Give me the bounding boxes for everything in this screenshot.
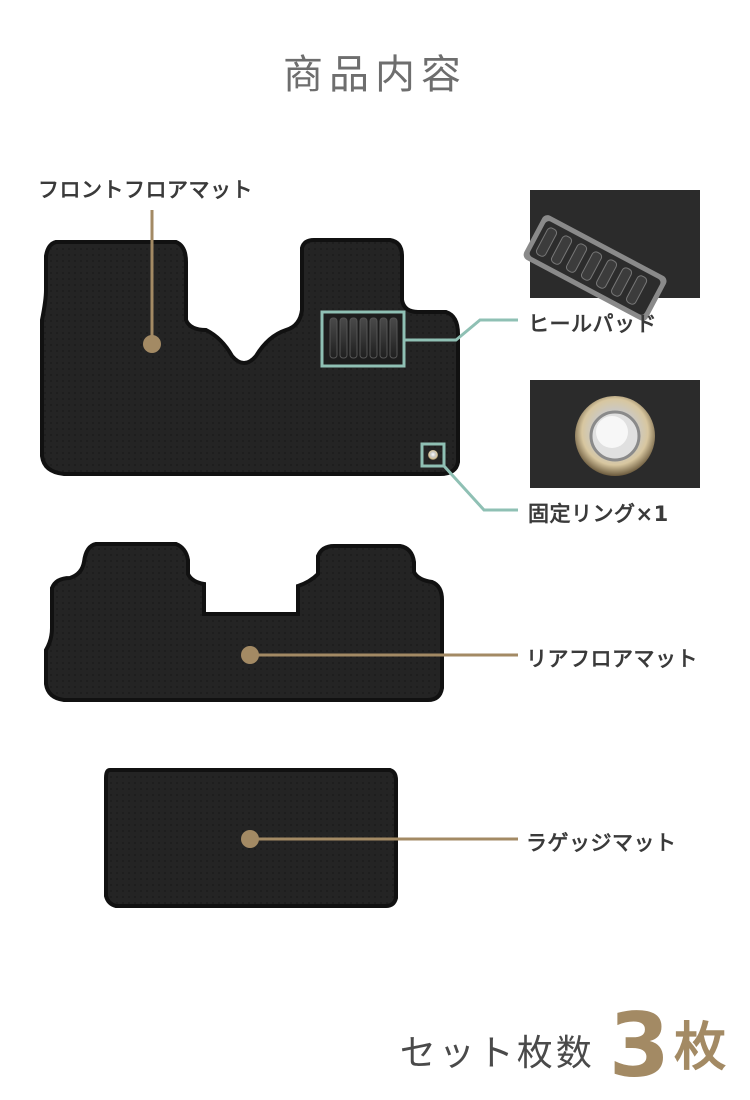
rear-floor-mat-label: リアフロアマット [526,647,698,671]
luggage-callout [241,830,518,848]
set-count-unit: 枚 [673,1018,726,1078]
set-count: セット枚数 3 枚 [400,990,726,1090]
rear-callout [241,646,518,664]
fixing-ring-on-mat [420,442,446,468]
heel-pad-label: ヒールパッド [528,312,657,336]
front-floor-mat-label: フロントフロアマット [38,178,253,202]
fixing-ring-photo [530,380,700,488]
front-callout [143,210,161,353]
rear-floor-mat [44,542,444,702]
set-count-label: セット枚数 [399,1033,595,1074]
set-count-number: 3 [608,994,670,1097]
page-title: 商品内容 [283,52,467,98]
heel-pad-on-mat [320,310,406,368]
heel-pad-photo [523,190,700,321]
luggage-mat-label: ラゲッジマット [526,831,677,855]
front-floor-mat [40,238,460,476]
fixing-ring-label: 固定リング×1 [528,502,669,526]
ring-callout [442,464,518,512]
heel-callout [404,318,518,342]
